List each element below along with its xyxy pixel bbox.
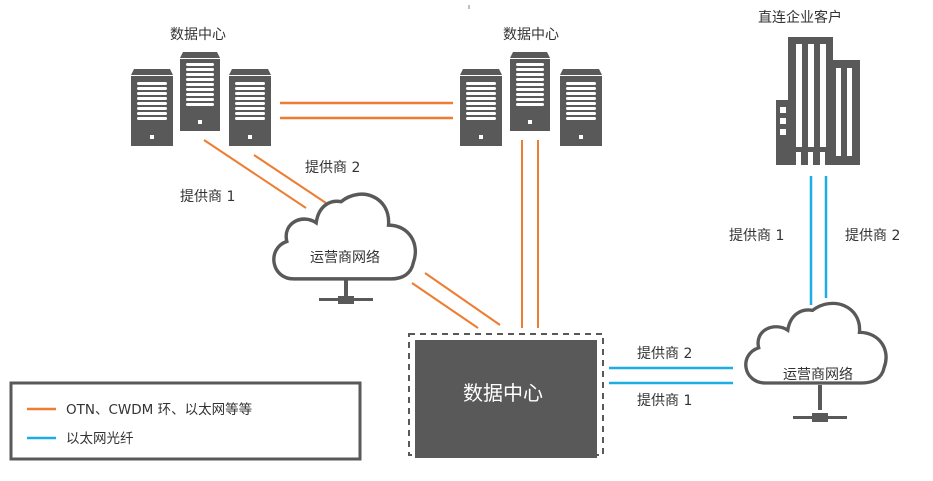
link-enterprise-to-cloud [809, 176, 828, 305]
label-main-provider-2: 提供商 2 [637, 346, 692, 362]
datacenter-left: 数据中心 [131, 27, 271, 146]
network-tap-icon [319, 279, 373, 304]
server-icon [460, 69, 502, 146]
cloud-icon [272, 192, 418, 281]
legend: OTN、CWDM 环、以太网等等 以太网光纤 [9, 381, 362, 461]
server-icon [560, 69, 602, 146]
link-cloud-left-to-main [411, 272, 501, 329]
link-dc-left-to-cloud [203, 139, 327, 209]
server-icon [180, 52, 220, 131]
datacenter-right-label: 数据中心 [503, 27, 559, 43]
enterprise-label: 直连企业客户 [758, 9, 842, 26]
legend-item-blue: 以太网光纤 [27, 431, 134, 447]
datacenter-left-label: 数据中心 [170, 27, 226, 43]
label-main-provider-1: 提供商 1 [637, 393, 692, 409]
server-icon [229, 69, 271, 146]
cloud-left-label: 运营商网络 [310, 250, 380, 266]
main-datacenter: 数据中心 [408, 333, 604, 458]
cloud-right-label: 运营商网络 [783, 367, 853, 383]
legend-label: OTN、CWDM 环、以太网等等 [66, 401, 252, 418]
cloud-right: 运营商网络 [744, 301, 888, 422]
datacenter-right: 数据中心 [460, 27, 602, 146]
main-datacenter-label: 数据中心 [463, 381, 543, 405]
legend-item-orange: OTN、CWDM 环、以太网等等 [27, 401, 252, 418]
network-tap-icon [793, 385, 847, 422]
server-icon [510, 52, 550, 131]
label-enterprise-provider-1: 提供商 1 [729, 228, 784, 244]
top-mark [468, 5, 470, 9]
link-main-to-cloud-right [609, 366, 733, 385]
server-icon [131, 69, 173, 146]
label-left-provider-1: 提供商 1 [180, 189, 235, 205]
link-dc-right-to-main [521, 140, 539, 328]
building-icon [776, 37, 860, 165]
enterprise: 直连企业客户 [758, 9, 860, 165]
link-dc-to-dc [280, 101, 453, 120]
label-enterprise-provider-2: 提供商 2 [845, 228, 900, 244]
label-left-provider-2: 提供商 2 [305, 160, 360, 176]
legend-label: 以太网光纤 [66, 431, 134, 447]
legend-box [9, 381, 362, 461]
cloud-left: 运营商网络 [272, 192, 418, 304]
main-datacenter-box [415, 340, 597, 458]
